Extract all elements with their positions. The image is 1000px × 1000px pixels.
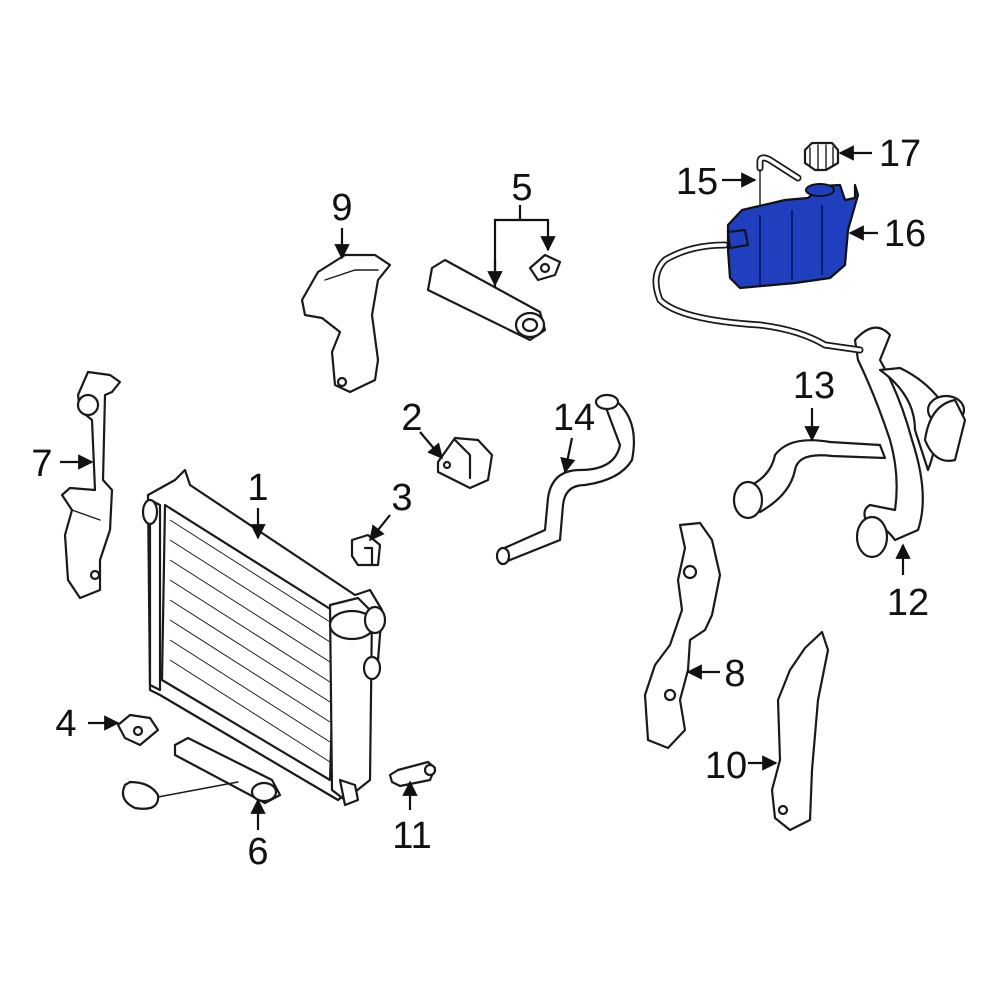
callout-7: 7 [31,443,52,485]
callout-4: 4 [55,703,76,745]
right-air-deflector-part[interactable] [643,521,722,750]
reservoir-cap-part[interactable] [803,141,840,172]
callout-9: 9 [331,187,352,229]
callout-5: 5 [511,167,532,209]
callout-15: 15 [676,161,718,203]
left-air-deflector-part[interactable] [60,370,122,600]
clip-part[interactable] [116,713,160,747]
coolant-hose-part[interactable] [732,439,887,520]
callout-1: 1 [247,467,268,509]
shroud-part[interactable] [300,253,392,394]
callout-3: 3 [391,477,412,519]
callout-17: 17 [879,133,921,175]
callout-11: 11 [392,815,431,857]
radiator-part[interactable] [141,468,387,807]
callout-16: 16 [884,213,926,255]
bracket-part[interactable] [436,436,494,490]
overflow-hose-part[interactable] [652,154,864,354]
callout-numbers: 1 2 3 4 5 6 7 8 9 10 11 12 13 14 15 16 1… [31,133,929,873]
hose-and-gasket-part[interactable] [426,253,562,342]
callout-10: 10 [705,745,747,787]
side-panel-part[interactable] [770,630,830,832]
sensor-part[interactable] [388,760,437,788]
callout-2: 2 [401,397,422,439]
mount-part[interactable] [350,533,382,567]
callout-13: 13 [793,365,835,407]
callout-6: 6 [247,831,268,873]
leader-lines [60,145,911,830]
radiator-core-fins [169,519,331,763]
callout-8: 8 [724,653,745,695]
callout-12: 12 [887,582,929,624]
radiator-hose-part[interactable] [853,326,967,559]
coolant-reservoir-part[interactable] [726,183,860,290]
callout-14: 14 [553,397,595,439]
